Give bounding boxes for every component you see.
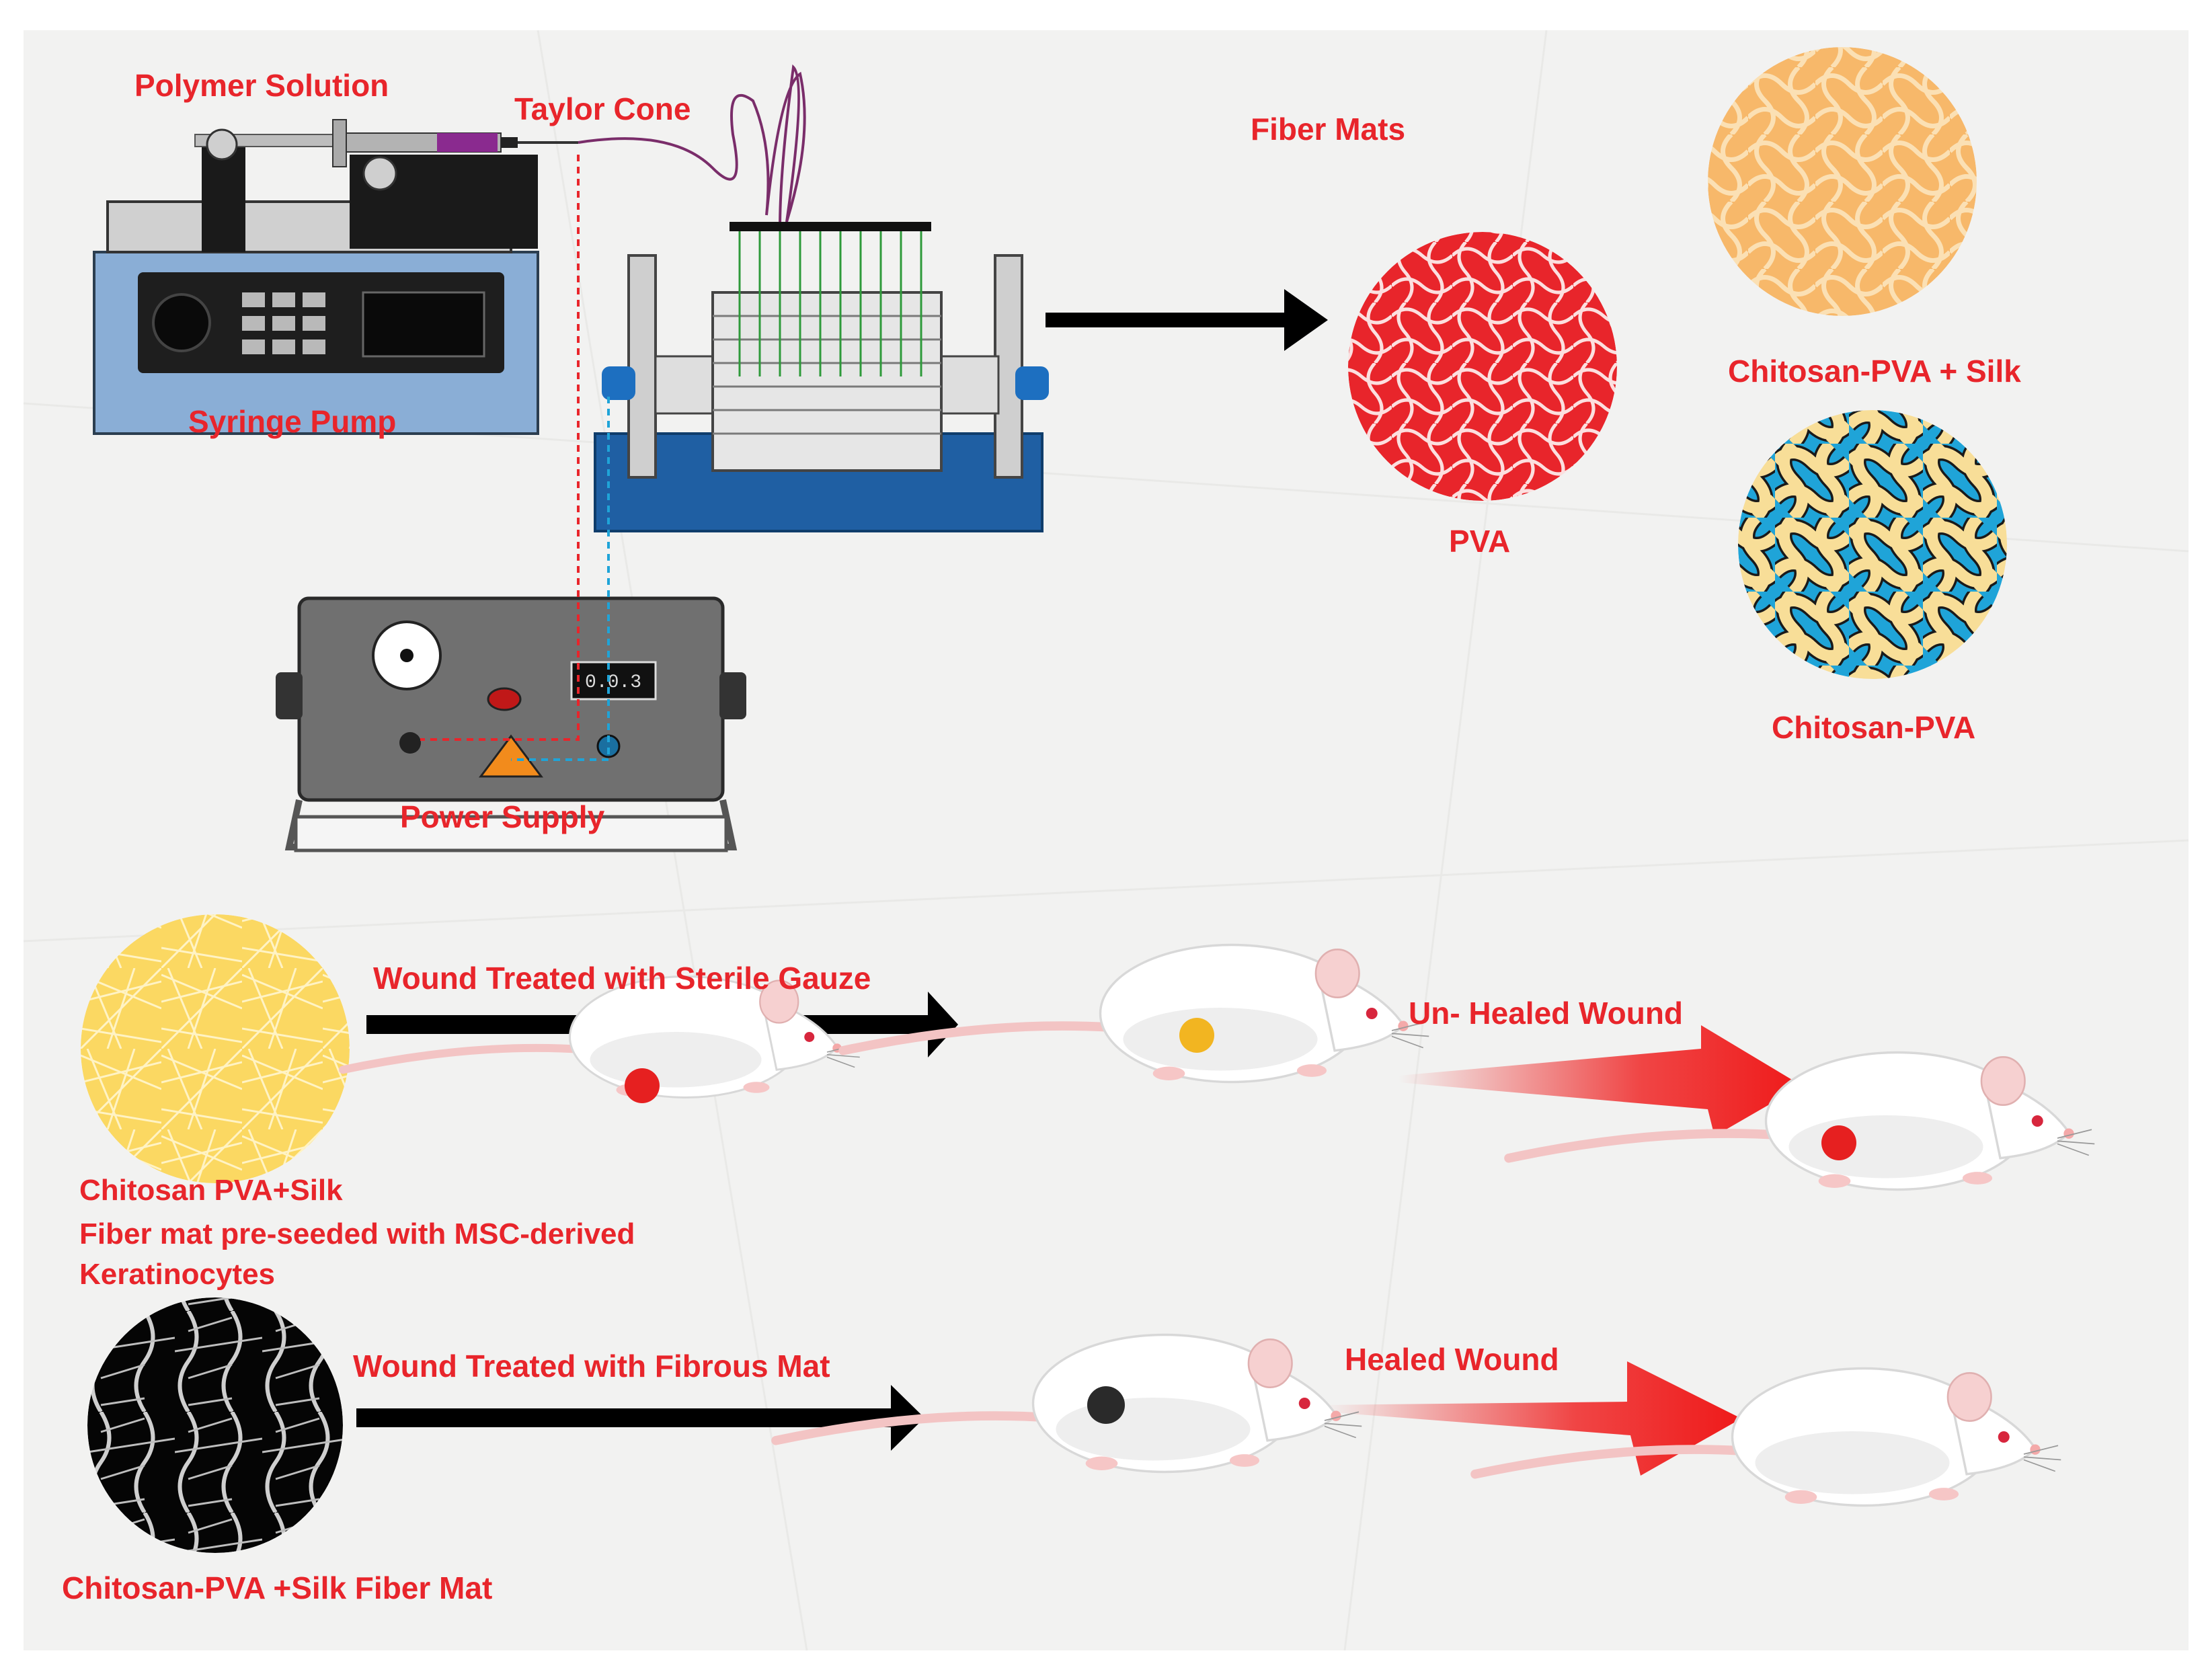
ground-wire: [511, 397, 610, 761]
arrow-unhealed: [1399, 1025, 1802, 1136]
chitosan-pva-silk-label: Chitosan-PVA + Silk: [1728, 354, 2021, 389]
wound-red-2: [1821, 1125, 1856, 1160]
chitosan-pva-silk-desc-line2: Fiber mat pre-seeded with MSC-derived: [79, 1217, 635, 1250]
syringe-pump: [93, 119, 578, 435]
chitosan-pva-silk-fiber-mat-label: Chitosan-PVA +Silk Fiber Mat: [62, 1570, 493, 1605]
positive-wire: [420, 155, 580, 741]
pva-fiber-mat: [1348, 232, 1617, 501]
wound-red-1: [625, 1068, 660, 1103]
arrow-fibrous-treatment: [356, 1385, 924, 1451]
chitosan-pva-label: Chitosan-PVA: [1772, 710, 1976, 745]
taylor-cone-label: Taylor Cone: [514, 91, 691, 126]
fiber-mats-label: Fiber Mats: [1251, 112, 1406, 147]
wound-sterile-gauze-label: Wound Treated with Sterile Gauze: [373, 961, 871, 996]
power-supply-label: Power Supply: [400, 799, 605, 834]
wound-fibrous-mat-label: Wound Treated with Fibrous Mat: [353, 1349, 830, 1384]
gauze-fiber-mat: [81, 914, 350, 1183]
arrow-to-fiber-mats: [1046, 289, 1328, 351]
chitosan-pva-silk-desc-line3: Keratinocytes: [79, 1258, 276, 1291]
syringe-pump-label: Syringe Pump: [188, 404, 397, 439]
unhealed-wound-label: Un- Healed Wound: [1409, 996, 1684, 1031]
display-reading: 0.0.3: [585, 672, 641, 693]
rotating-collector: [594, 222, 1049, 532]
wound-dark: [1087, 1386, 1125, 1424]
taylor-cone-jet: [578, 64, 806, 229]
chitosan-pva-silk-fiber-mat: [1708, 47, 1977, 316]
wound-orange: [1179, 1018, 1214, 1053]
chitosan-pva-silk-desc-line1: Chitosan PVA+Silk: [79, 1174, 343, 1207]
black-fiber-mat: [87, 1297, 343, 1553]
healed-wound-label: Healed Wound: [1345, 1342, 1559, 1377]
power-supply: [276, 596, 746, 852]
polymer-solution-label: Polymer Solution: [134, 68, 389, 103]
chitosan-pva-fiber-mat: [1738, 410, 2007, 679]
pva-label: PVA: [1449, 524, 1511, 559]
